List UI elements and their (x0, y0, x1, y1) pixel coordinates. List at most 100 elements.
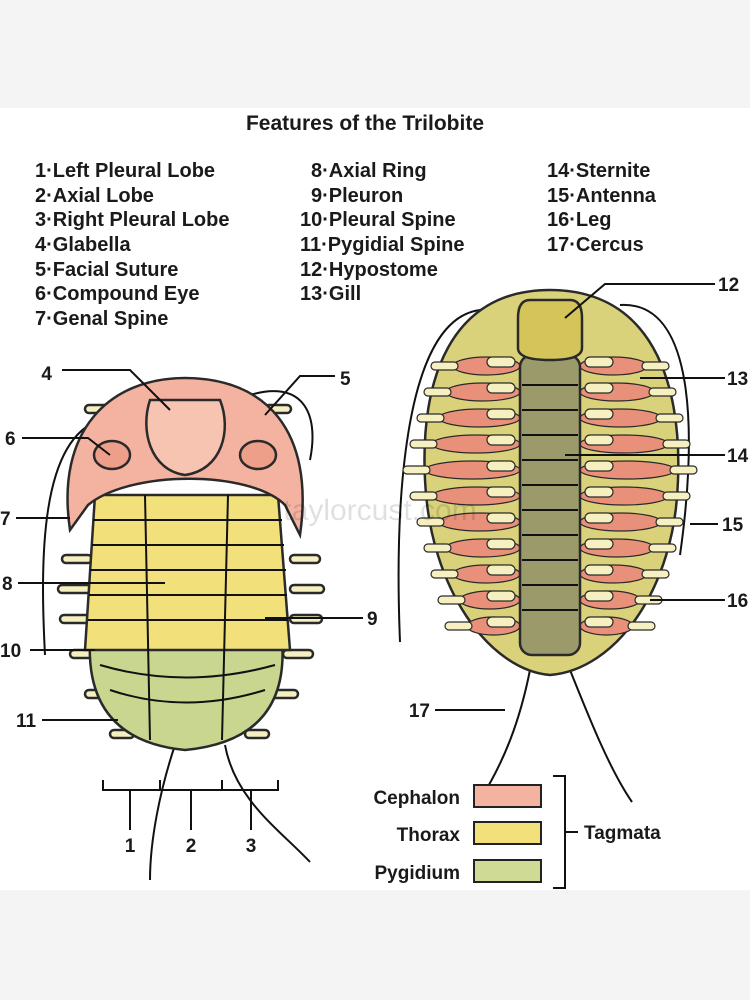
feature-13: 13·Gill (300, 283, 361, 305)
left-antenna (42, 419, 101, 656)
callout-12: 12 (718, 275, 739, 296)
tagmata-bracket (553, 775, 578, 889)
leg (584, 486, 614, 498)
feature-12: 12·Hypostome (300, 259, 438, 281)
leg (584, 564, 614, 576)
callout-17: 17 (409, 701, 430, 722)
leg (423, 543, 452, 553)
leg (584, 382, 614, 394)
leg (584, 356, 614, 368)
leg (486, 408, 516, 420)
callout-9: 9 (367, 609, 378, 630)
feature-5: 5·Facial Suture (35, 259, 178, 281)
leg (641, 569, 670, 579)
callout-14: 14 (727, 446, 749, 467)
trilobite-diagram: Features of the Trilobite 1·Left Pleural… (0, 112, 749, 889)
leg (655, 517, 684, 527)
feature-6: 6·Compound Eye (35, 283, 199, 305)
leg (662, 439, 691, 449)
feature-15: 15·Antenna (547, 185, 657, 207)
callouts: 4 5 6 7 8 9 10 11 1 2 3 12 13 14 15 16 1… (0, 275, 749, 857)
feature-11: 11·Pygidial Spine (300, 234, 465, 256)
left-cercus (149, 744, 176, 881)
legend-pygidium-label: Pygidium (374, 863, 460, 884)
leg (416, 517, 445, 527)
callout-1: 1 (125, 836, 136, 857)
leg (402, 465, 431, 475)
feature-4: 4·Glabella (35, 234, 131, 256)
legend-thorax-label: Thorax (397, 825, 461, 846)
legend-cephalon-swatch (473, 784, 542, 808)
leg (669, 465, 698, 475)
leg (584, 538, 614, 550)
legend-thorax-swatch (473, 821, 542, 845)
leg (584, 512, 614, 524)
leg (627, 621, 656, 631)
feature-14: 14·Sternite (547, 160, 650, 182)
left-eye (92, 439, 132, 471)
feature-3: 3·Right Pleural Lobe (35, 209, 229, 231)
diagram-sheet: Features of the Trilobite 1·Left Pleural… (0, 108, 750, 890)
right-cercus (224, 744, 311, 863)
callout-8: 8 (2, 574, 13, 595)
callout-11: 11 (16, 711, 37, 732)
right-eye (238, 439, 278, 471)
leg (430, 569, 459, 579)
leg (648, 387, 677, 397)
callout-13: 13 (727, 369, 748, 390)
pygidium (88, 638, 284, 752)
legend-pygidium-swatch (473, 859, 542, 883)
dorsal-trilobite (42, 376, 326, 881)
callout-15: 15 (722, 515, 744, 536)
right-antenna (249, 390, 314, 461)
ventral-left-antenna (397, 309, 481, 643)
ventral-left-cercus (479, 669, 531, 801)
callout-6: 6 (5, 429, 16, 450)
leg (437, 595, 466, 605)
leg (486, 356, 516, 368)
feature-2: 2·Axial Lobe (35, 185, 154, 207)
leg (444, 621, 473, 631)
feature-17: 17·Cercus (547, 234, 644, 256)
leg (655, 413, 684, 423)
legend-cephalon-label: Cephalon (373, 788, 460, 809)
feature-10: 10·Pleural Spine (300, 209, 456, 231)
leg (584, 434, 614, 446)
hypostome (516, 298, 584, 362)
callout-5: 5 (340, 369, 351, 390)
glabella (145, 398, 227, 477)
callout-7: 7 (0, 509, 11, 530)
sternite-segments (522, 384, 578, 611)
leg (416, 413, 445, 423)
leg (584, 460, 614, 472)
leg (486, 564, 516, 576)
feature-8: 8·Axial Ring (311, 160, 427, 182)
thorax (83, 493, 292, 652)
ventral-trilobite (397, 288, 698, 803)
ventral-right-antenna (619, 303, 690, 556)
feature-9: 9·Pleuron (311, 185, 403, 207)
feature-list: 1·Left Pleural Lobe 2·Axial Lobe 3·Right… (35, 160, 657, 330)
leg (409, 491, 438, 501)
leg (486, 512, 516, 524)
callout-4: 4 (41, 364, 52, 385)
leg (486, 434, 516, 446)
leg (486, 538, 516, 550)
feature-16: 16·Leg (547, 209, 611, 231)
leg (584, 616, 614, 628)
feature-1: 1·Left Pleural Lobe (35, 160, 215, 182)
leg (409, 439, 438, 449)
leg (584, 590, 614, 602)
watermark: taylorcust.com (283, 494, 476, 527)
tagmata-label: Tagmata (584, 823, 661, 844)
leg (641, 361, 670, 371)
leg (584, 408, 614, 420)
leg (662, 491, 691, 501)
feature-7: 7·Genal Spine (35, 308, 168, 330)
leg (486, 590, 516, 602)
diagram-title: Features of the Trilobite (246, 112, 484, 135)
callout-10: 10 (0, 641, 21, 662)
leg (486, 486, 516, 498)
callout-16: 16 (727, 591, 748, 612)
leg (486, 616, 516, 628)
